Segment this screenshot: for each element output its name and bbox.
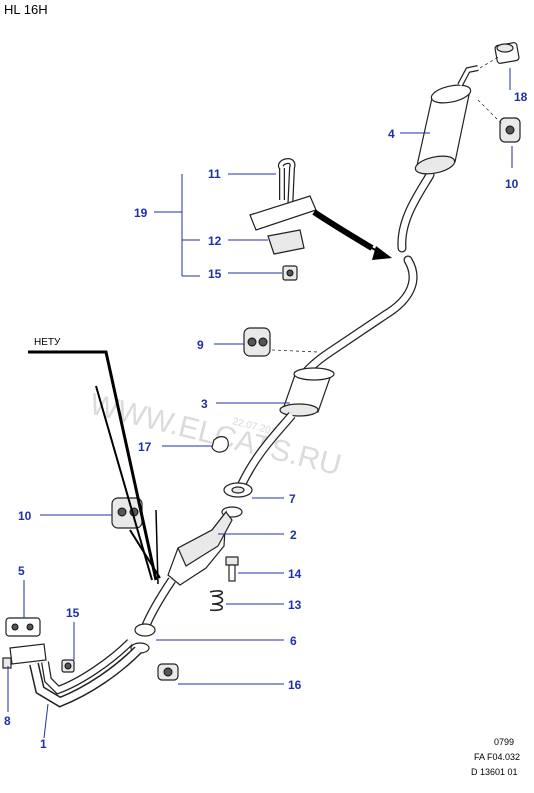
footer-code-2: FA F04.032 — [474, 752, 520, 762]
callout-12: 12 — [208, 234, 222, 248]
footer-code-1: 0799 — [494, 737, 514, 747]
callout-15-upper: 15 — [208, 267, 222, 281]
spring — [209, 590, 224, 612]
callout-6: 6 — [290, 634, 297, 648]
missing-pointer — [28, 350, 158, 581]
callout-4: 4 — [388, 127, 395, 141]
callout-10-rear: 10 — [505, 177, 519, 191]
rear-muffler — [414, 65, 479, 175]
page-title: HL 16H — [4, 2, 48, 17]
callout-19: 19 — [134, 206, 148, 220]
nut-lower — [61, 659, 75, 673]
clamp — [157, 663, 179, 681]
footer-code-3: D 13601 01 — [471, 767, 518, 777]
detail-inset — [249, 158, 317, 281]
callout-10-front: 10 — [18, 509, 32, 523]
callout-17: 17 — [138, 440, 152, 454]
sealing-ring — [130, 623, 156, 654]
callout-18: 18 — [514, 90, 528, 104]
tail-pipe-tip — [494, 42, 520, 64]
front-pipe — [29, 639, 142, 708]
missing-note: НЕТУ — [34, 337, 61, 348]
callout-16: 16 — [288, 678, 302, 692]
callout-8: 8 — [4, 714, 11, 728]
manifold-gasket — [5, 617, 41, 637]
callout-13: 13 — [288, 598, 302, 612]
callout-1: 1 — [40, 737, 47, 751]
rubber-hanger-middle — [243, 327, 271, 357]
rubber-hanger-rear — [499, 117, 521, 143]
bolt — [225, 556, 239, 582]
callout-9: 9 — [197, 338, 204, 352]
callout-3: 3 — [201, 397, 208, 411]
callout-7: 7 — [289, 492, 296, 506]
callout-5: 5 — [18, 564, 25, 578]
front-flange — [2, 643, 47, 669]
callout-11: 11 — [208, 167, 221, 181]
callout-2: 2 — [290, 528, 297, 542]
clip — [211, 436, 229, 453]
callout-15-lower: 15 — [66, 606, 80, 620]
callout-14: 14 — [288, 567, 302, 581]
center-muffler — [279, 367, 335, 417]
catalytic-converter — [167, 510, 233, 586]
